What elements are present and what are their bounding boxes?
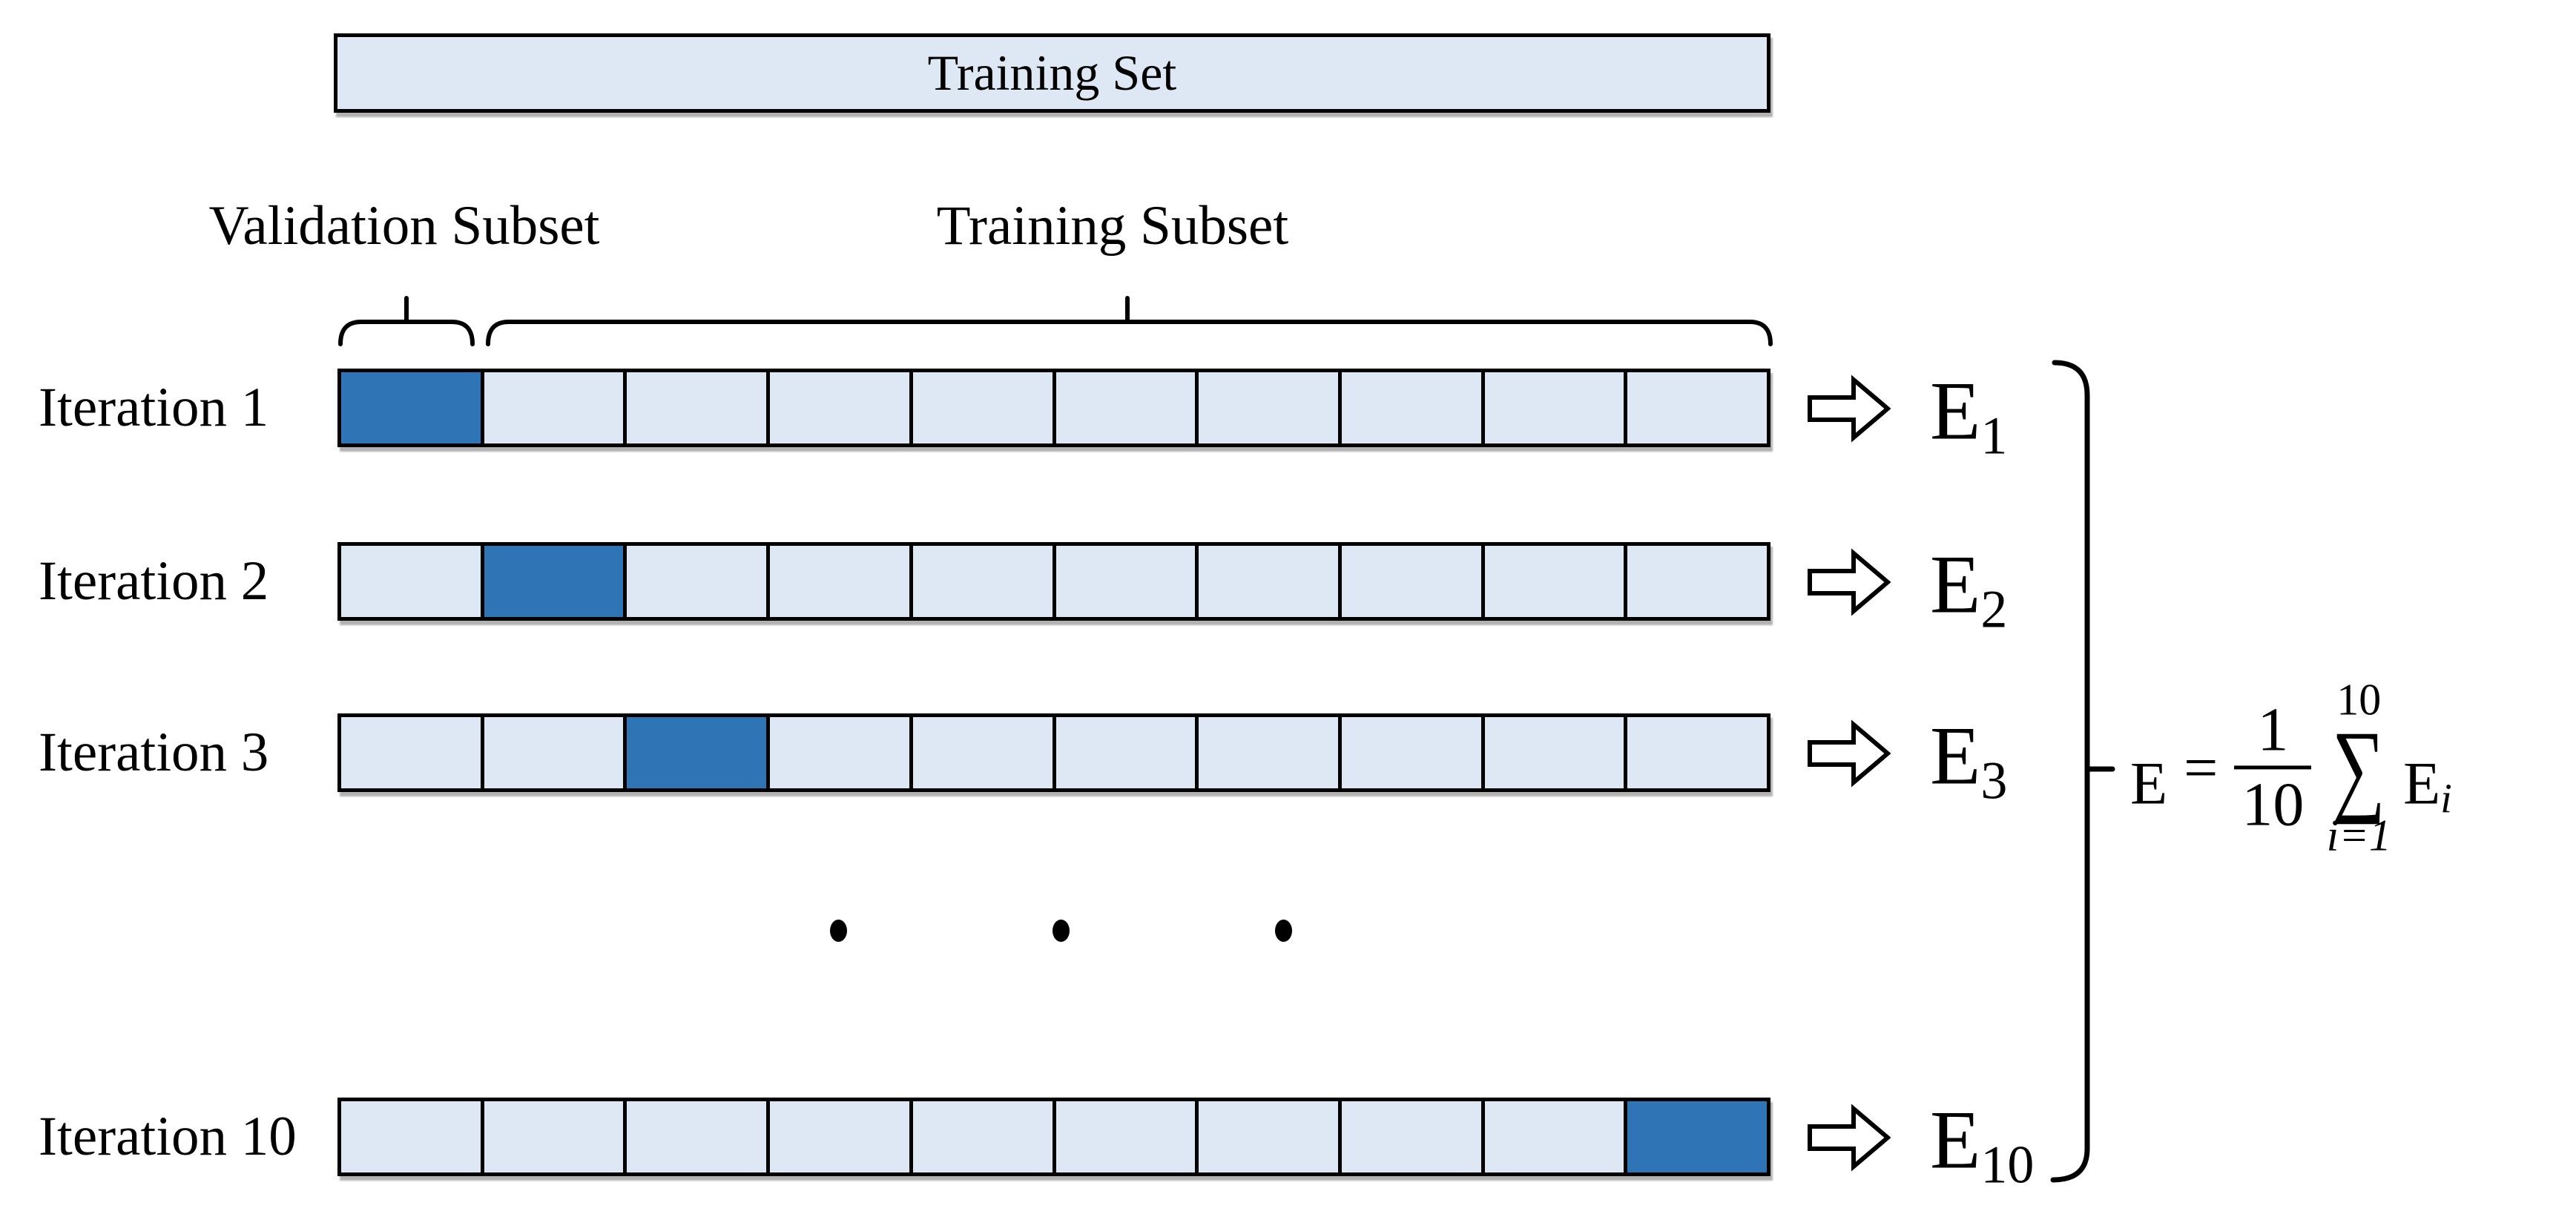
training-fold-cell [912, 372, 1056, 443]
validation-brace [338, 296, 475, 346]
iteration-label: Iteration 1 [39, 377, 269, 438]
validation-fold-cell [484, 546, 627, 617]
formula-equals: = [2184, 733, 2218, 801]
ellipsis-dots [830, 920, 1292, 942]
training-fold-cell [484, 372, 627, 443]
summation-upper-limit: 10 [2336, 675, 2382, 725]
right-arrow-icon [1808, 719, 1891, 788]
training-fold-cell [1484, 717, 1628, 788]
training-fold-cell [1627, 546, 1768, 617]
training-set-label: Training Set [927, 44, 1177, 101]
training-brace [486, 296, 1773, 346]
formula-lhs: E [2130, 749, 2168, 817]
training-fold-cell [1341, 372, 1485, 443]
training-fold-cell [627, 1101, 771, 1172]
sigma-symbol: ∑ [2332, 710, 2386, 825]
training-fold-cell [1484, 372, 1628, 443]
validation-fold-cell [341, 372, 484, 443]
right-arrow-icon [1808, 548, 1891, 616]
training-fold-cell [1055, 717, 1199, 788]
training-fold-cell [1199, 1101, 1342, 1172]
ellipsis-dot [830, 920, 847, 942]
training-fold-cell [1199, 717, 1342, 788]
fraction-denominator: 10 [2234, 765, 2312, 837]
training-fold-cell [1627, 372, 1768, 443]
iteration-row-1: Iteration 1 E1 [0, 369, 2576, 463]
training-fold-cell [770, 372, 913, 443]
iteration-label: Iteration 2 [39, 550, 269, 612]
training-set-box: Training Set [334, 33, 1770, 113]
error-label: E2 [1930, 538, 2008, 639]
training-fold-cell [1199, 546, 1342, 617]
validation-fold-cell [1627, 1101, 1768, 1172]
summation-lower-limit: i=1 [2326, 811, 2391, 860]
average-error-formula: E = 1 10 10 ∑ i=1 Ei [2130, 677, 2452, 857]
iteration-row-2: Iteration 2 E2 [0, 542, 2576, 636]
training-fold-cell [627, 546, 771, 617]
training-fold-cell [1199, 372, 1342, 443]
training-fold-cell [1341, 717, 1485, 788]
fold-bar [337, 369, 1770, 447]
training-fold-cell [484, 1101, 627, 1172]
ellipsis-dot [1053, 920, 1070, 942]
training-fold-cell [770, 1101, 913, 1172]
training-fold-cell [1484, 1101, 1628, 1172]
training-fold-cell [341, 717, 484, 788]
formula-term: Ei [2403, 749, 2452, 822]
iteration-row-10: Iteration 10 E10 [0, 1098, 2576, 1192]
error-label: E10 [1930, 1094, 2035, 1195]
training-subset-label: Training Subset [936, 195, 1289, 257]
training-fold-cell [1341, 1101, 1485, 1172]
training-fold-cell [484, 717, 627, 788]
iteration-row-3: Iteration 3 E3 [0, 713, 2576, 808]
fraction-numerator: 1 [2257, 695, 2289, 765]
right-arrow-icon [1808, 1104, 1891, 1172]
fold-bar [337, 542, 1770, 621]
training-fold-cell [1341, 546, 1485, 617]
training-fold-cell [912, 1101, 1056, 1172]
formula-fraction: 1 10 [2234, 695, 2312, 837]
fold-bar [337, 1098, 1770, 1176]
validation-fold-cell [627, 717, 771, 788]
right-arrow-icon [1808, 375, 1891, 443]
error-label: E1 [1930, 365, 2008, 466]
summation: 10 ∑ i=1 [2322, 677, 2396, 857]
training-fold-cell [1055, 372, 1199, 443]
training-fold-cell [770, 546, 913, 617]
training-fold-cell [1484, 546, 1628, 617]
ellipsis-dot [1275, 920, 1292, 942]
training-fold-cell [770, 717, 913, 788]
training-fold-cell [912, 546, 1056, 617]
validation-subset-label: Validation Subset [208, 195, 600, 257]
training-fold-cell [341, 546, 484, 617]
training-fold-cell [912, 717, 1056, 788]
training-fold-cell [341, 1101, 484, 1172]
training-fold-cell [1055, 546, 1199, 617]
training-fold-cell [1055, 1101, 1199, 1172]
error-label: E3 [1930, 710, 2008, 811]
fold-bar [337, 713, 1770, 792]
training-fold-cell [1627, 717, 1768, 788]
training-fold-cell [627, 372, 771, 443]
iteration-label: Iteration 3 [39, 722, 269, 783]
iteration-label: Iteration 10 [39, 1106, 297, 1167]
